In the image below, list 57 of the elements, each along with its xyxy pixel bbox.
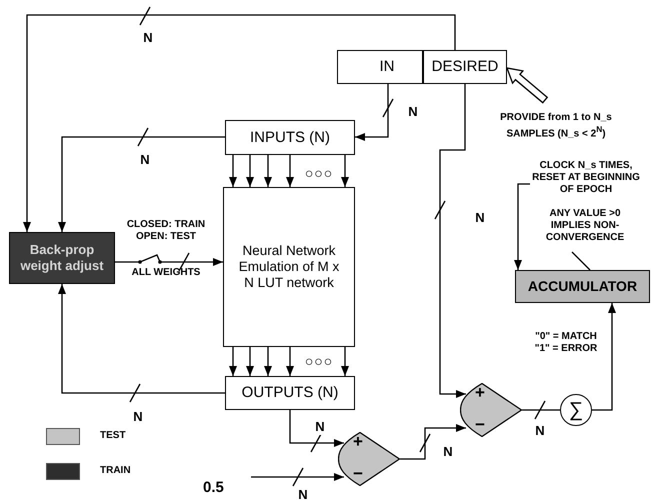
arrow <box>58 284 225 394</box>
arrow <box>341 347 349 376</box>
legend-label: TEST <box>100 430 126 442</box>
legend-label: TRAIN <box>100 465 131 476</box>
box-label: Neural Network Emulation of M x N LUT network <box>238 242 340 292</box>
minus-sign: − <box>475 416 485 433</box>
arrow <box>355 84 389 141</box>
leader-line <box>572 252 590 270</box>
plus-sign: + <box>353 433 363 450</box>
annotation-text: CLOCK N_s TIMES, RESET AT BEGINNING OF EPOCH <box>530 160 642 198</box>
process-box <box>515 270 650 303</box>
arrow <box>341 155 349 187</box>
arrow <box>229 347 237 376</box>
arrow <box>400 424 466 460</box>
comparator-symbol <box>460 383 522 437</box>
arrow <box>58 136 225 232</box>
register-cell <box>423 50 507 84</box>
arrow <box>592 303 616 411</box>
arrow <box>115 254 223 266</box>
arrow <box>246 347 254 376</box>
arrow <box>23 14 456 232</box>
arrow <box>514 183 530 270</box>
input-value: 0.5 <box>203 470 251 501</box>
bus-note: ALL WEIGHTS <box>130 267 202 278</box>
register-cell <box>337 50 423 84</box>
arrow <box>286 155 294 187</box>
output-code-note: "0" = MATCH "1" = ERROR <box>534 331 598 354</box>
arrow <box>251 473 344 481</box>
box-label: INPUTS (N) <box>250 128 330 146</box>
box-label: IN <box>380 58 394 76</box>
arrow <box>229 155 237 187</box>
sigma-symbol: ∑ <box>568 398 584 422</box>
arrow <box>246 155 254 187</box>
arrow <box>286 347 294 376</box>
connector-line <box>522 409 560 411</box>
arrow <box>439 84 466 398</box>
minus-sign: − <box>353 465 363 482</box>
process-box <box>9 232 115 284</box>
process-box <box>225 120 355 155</box>
hollow-arrow <box>506 67 548 104</box>
process-box <box>223 187 355 347</box>
box-label: Back-prop weight adjust <box>19 242 105 274</box>
continuation-dots: ○○○ <box>304 165 334 182</box>
switch-state-note: CLOSED: TRAIN OPEN: TEST <box>126 219 206 242</box>
box-label: OUTPUTS (N) <box>242 384 338 402</box>
arrow <box>264 155 272 187</box>
box-label: ACCUMULATOR <box>528 278 638 295</box>
comparator-symbol <box>338 432 400 486</box>
plus-sign: + <box>475 384 485 401</box>
arrow <box>264 347 272 376</box>
continuation-dots: ○○○ <box>304 353 334 370</box>
annotation-text: PROVIDE from 1 to N_s SAMPLES (N_s < 2$^{N}$) <box>497 100 615 140</box>
annotation-text: ANY VALUE >0 IMPLIES NON-CONVERGENCE <box>533 208 637 252</box>
arrow <box>289 410 344 447</box>
summing-junction <box>560 394 592 426</box>
process-box <box>225 376 355 410</box>
box-label: DESIRED <box>432 58 498 76</box>
